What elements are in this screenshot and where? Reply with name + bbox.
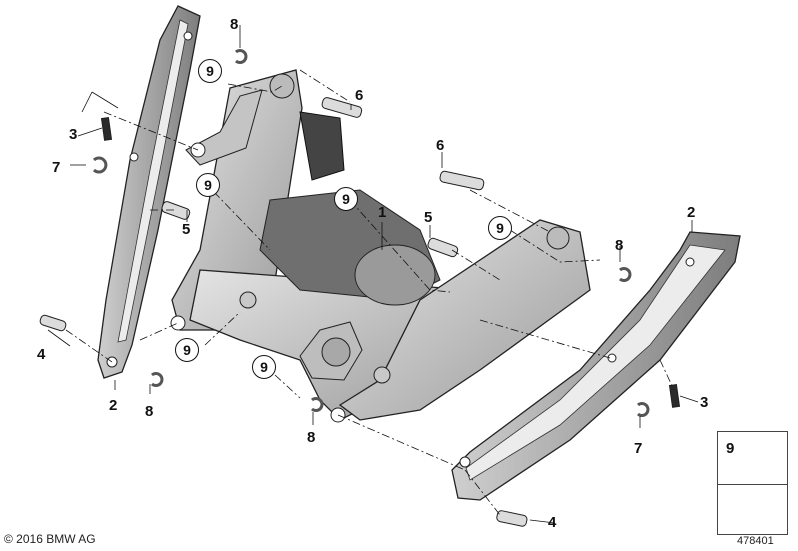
callout-7-right: 7	[634, 440, 643, 457]
circled-callout-9-b: 9	[196, 173, 220, 197]
callout-2-right: 2	[687, 204, 696, 221]
callout-1: 1	[378, 204, 387, 221]
leader-lines	[47, 25, 699, 524]
callout-8-left: 8	[145, 403, 154, 420]
circled-callout-9-d: 9	[488, 216, 512, 240]
circled-callout-9-e: 9	[175, 338, 199, 362]
callout-3-right: 3	[700, 394, 709, 411]
legend-box: 9	[717, 431, 788, 535]
callout-3-left: 3	[69, 126, 78, 143]
right-rail	[451, 231, 741, 501]
callout-4-bottom: 4	[548, 514, 557, 531]
callout-4-left: 4	[37, 346, 46, 363]
copyright-text: © 2016 BMW AG	[4, 532, 96, 546]
callout-6-top: 6	[355, 87, 364, 104]
callout-8-top: 8	[230, 16, 239, 33]
legend-number: 9	[726, 440, 735, 457]
callout-5-right: 5	[424, 209, 433, 226]
left-rail	[97, 5, 201, 379]
circled-callout-9-a: 9	[198, 59, 222, 83]
small-parts	[39, 49, 681, 527]
circled-callout-9-c: 9	[334, 187, 358, 211]
circled-callout-9-f: 9	[252, 355, 276, 379]
callout-8-right: 8	[615, 237, 624, 254]
callout-6-middle: 6	[436, 137, 445, 154]
callout-7-left: 7	[52, 159, 61, 176]
callout-2-left: 2	[109, 397, 118, 414]
callout-5-left: 5	[182, 221, 191, 238]
main-frame	[170, 69, 591, 423]
legend-divider	[718, 484, 787, 485]
callout-8-bottom: 8	[307, 429, 316, 446]
diagram-id: 478401	[737, 535, 774, 547]
